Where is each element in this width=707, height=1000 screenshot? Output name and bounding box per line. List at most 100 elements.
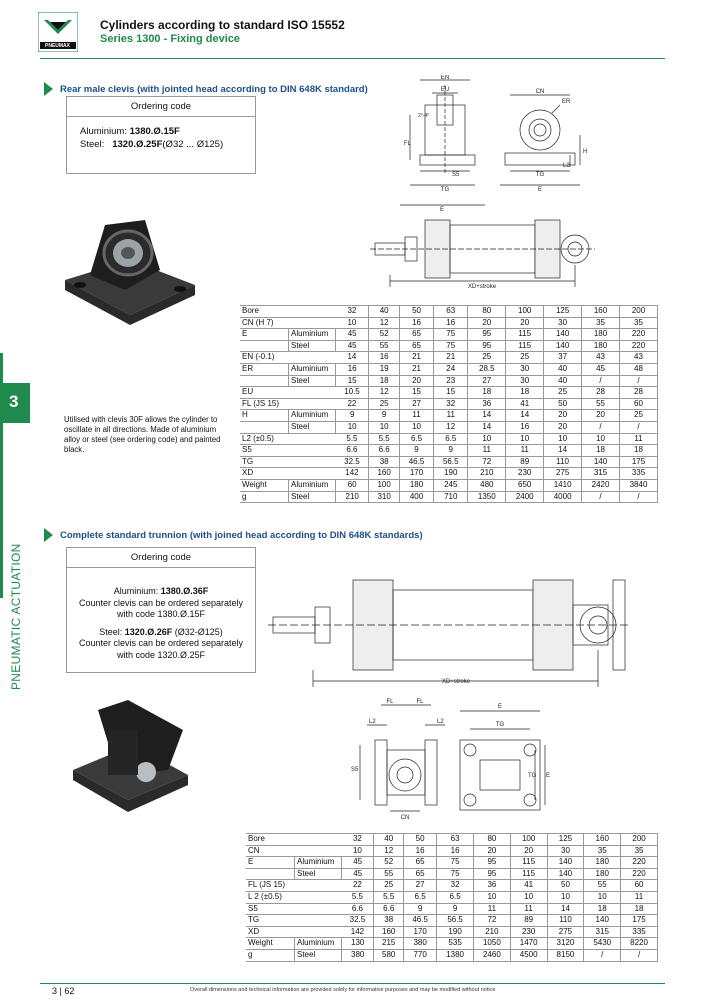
table-cell: 125 [547,833,585,846]
steel-label: Steel: [80,139,105,150]
table-cell: 1350 [467,491,507,504]
table-cell: 65 [403,856,438,869]
table-cell: 16 [436,845,474,858]
table-cell: 125 [543,305,583,318]
row-material: Aluminium [288,363,336,376]
table-cell: 115 [510,868,548,881]
chapter-bar [0,353,3,598]
table-cell: 28.5 [467,363,507,376]
table-cell: 18 [505,386,545,399]
table-cell: 12 [373,845,405,858]
table-cell: 32.5 [341,914,375,927]
dim-tg-2: TG [496,722,505,728]
table-cell: 6.6 [335,444,370,457]
row-label: ER [240,363,289,376]
row-label: S5 [246,903,342,916]
table-cell: 41 [505,398,545,411]
table-cell: 140 [581,456,620,469]
row-label: EN (-0.1) [240,351,336,364]
table-cell: 16 [335,363,370,376]
table-cell: 21 [433,351,469,364]
table-cell: 115 [505,340,545,353]
table-cell: 21 [399,351,435,364]
dim-e-right: E [538,187,542,193]
table-cell: 200 [619,305,659,318]
aluminium-label-2: Aluminium: [113,586,159,596]
table-cell: 9 [335,409,370,422]
table-cell: 130 [341,937,375,950]
table-cell: 40 [543,375,583,388]
table-cell: / [583,949,622,962]
table-cell: / [581,375,620,388]
row-label [240,375,289,388]
row-label: Weight [246,937,295,950]
trunnion-dimension-drawing: FL FL L2 L2 S5 CN E TG E TG [345,695,560,821]
table-cell: 45 [581,363,620,376]
rear-clevis-photo [60,205,200,330]
table-cell: 63 [433,305,469,318]
table-cell: 32 [436,879,474,892]
row-label: Bore [246,833,342,846]
dim-en: EN [441,75,449,81]
table-cell: 63 [436,833,474,846]
dim-s5-2: S5 [351,767,359,773]
table-cell: 15 [399,386,435,399]
dim-s5: S5 [452,172,460,178]
table-cell: 75 [433,328,469,341]
table-cell: 32 [341,833,375,846]
chapter-number: 3 [9,392,19,411]
row-material: Steel [288,421,336,434]
table-cell: 142 [335,467,370,480]
table-cell: 6.5 [399,433,435,446]
table-cell: 200 [620,833,658,846]
dim-xd-2: XD+stroke [442,679,471,685]
section2-ordering-box: Ordering code Aluminium: 1380.Ø.36F Coun… [66,547,256,673]
row-label: FL (JS 15) [240,398,336,411]
table-cell: 142 [341,926,375,939]
row-material: Aluminium [288,479,336,492]
section2-title: Complete standard trunnion (with joined … [60,530,423,541]
table-cell: 89 [505,456,545,469]
table-cell: 10.5 [335,386,370,399]
steel-label-2: Steel: [99,626,123,637]
table-cell: 4500 [510,949,548,962]
table-cell: 180 [583,868,622,881]
table-cell: 140 [583,914,622,927]
header-divider [40,58,665,59]
table-cell: 5.5 [368,433,400,446]
table-cell: 45 [335,328,370,341]
table-cell: 1050 [473,937,511,950]
dim-fl-a: FL [386,699,394,705]
dim-l2-b: L2 [437,719,444,725]
row-material: Aluminium [294,856,342,869]
table-cell: 75 [436,856,474,869]
logo-text: PNEUMAX [45,43,71,49]
steel-code-2: 1320.Ø.26F [124,626,173,637]
table-cell: 16 [403,845,438,858]
aluminium-code-line: Aluminium: 1380.Ø.15F [80,125,255,138]
table-cell: 100 [368,479,400,492]
table-cell: 110 [547,914,585,927]
table-cell: 38 [373,914,405,927]
table-cell: 380 [403,937,438,950]
table-cell: 19 [368,363,400,376]
table-cell: 180 [583,856,622,869]
table-cell: 20 [543,421,583,434]
row-label [240,421,289,434]
table-cell: 28 [619,386,659,399]
table-cell: 190 [433,467,469,480]
table-cell: 170 [399,467,435,480]
table-cell: 55 [581,398,620,411]
dim-fl: FL [404,141,412,147]
aluminium-label: Aluminium: [80,126,127,137]
table-cell: 55 [373,868,405,881]
table-cell: 580 [373,949,405,962]
section1-ordering-box: Ordering code Aluminium: 1380.Ø.15F Stee… [66,96,256,174]
table-cell: 15 [433,386,469,399]
table-cell: 10 [510,891,548,904]
table-cell: 9 [433,444,469,457]
table-cell: 310 [368,491,400,504]
